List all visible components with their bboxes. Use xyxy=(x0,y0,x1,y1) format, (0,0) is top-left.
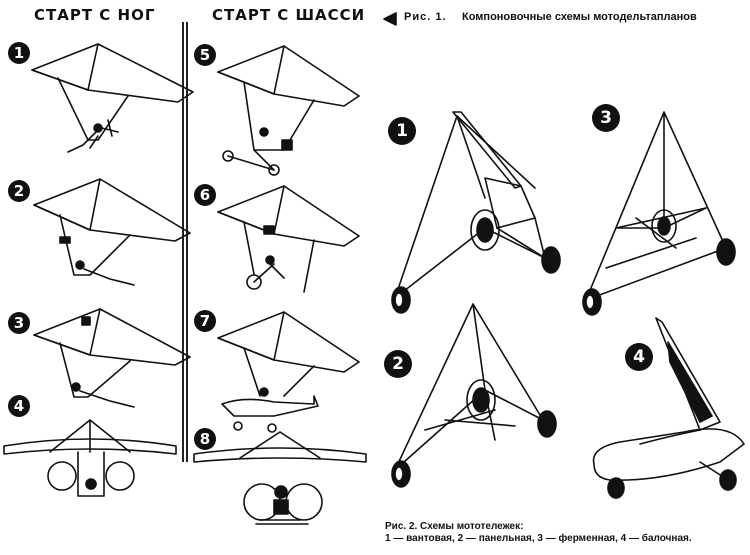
column-title-wheel-launch: СТАРТ С ШАССИ xyxy=(212,6,366,24)
fig1-badge-3: 3 xyxy=(8,312,30,334)
fig1-badge-4: 4 xyxy=(8,395,30,417)
column-title-foot-launch: СТАРТ С НОГ xyxy=(34,6,156,24)
hang-glider-drawing-2 xyxy=(33,178,191,286)
hang-glider-drawing-1 xyxy=(31,43,194,153)
fig2-caption-legend: 1 — вантовая, 2 — панельная, 3 — ферменн… xyxy=(385,533,692,544)
trike-front-view-8 xyxy=(193,431,367,525)
trike-drawing-5 xyxy=(217,45,360,176)
caption-arrow-icon xyxy=(383,12,397,26)
fig2-caption-title: Рис. 2. Схемы мототележек: xyxy=(385,521,524,532)
fig1-badge-2: 2 xyxy=(8,180,30,202)
column-divider-1 xyxy=(182,22,184,462)
trike-drawing-7 xyxy=(217,311,360,433)
fig1-badge-8: 8 xyxy=(194,428,216,450)
cart-cable-braced-drawing xyxy=(391,111,561,314)
fig1-badge-1: 1 xyxy=(8,42,30,64)
fig2-badge-3: 3 xyxy=(592,104,620,132)
fig1-caption-prefix: Рис. 1. xyxy=(404,11,447,23)
fig1-badge-6: 6 xyxy=(194,184,216,206)
fig1-badge-7: 7 xyxy=(194,310,216,332)
fig2-badge-2: 2 xyxy=(384,350,412,378)
fig1-caption-text: Компоновочные схемы мотодельтапланов xyxy=(462,11,697,23)
cart-truss-drawing xyxy=(582,111,736,316)
hang-glider-drawing-3 xyxy=(33,308,191,408)
fig1-badge-5: 5 xyxy=(194,44,216,66)
hang-glider-front-view-4 xyxy=(3,419,177,497)
cart-panel-drawing xyxy=(391,303,557,488)
fig2-badge-1: 1 xyxy=(388,117,416,145)
cart-beam-drawing xyxy=(592,317,745,499)
trike-drawing-6 xyxy=(217,185,360,293)
fig2-badge-4: 4 xyxy=(625,343,653,371)
column-divider-2 xyxy=(186,22,188,462)
